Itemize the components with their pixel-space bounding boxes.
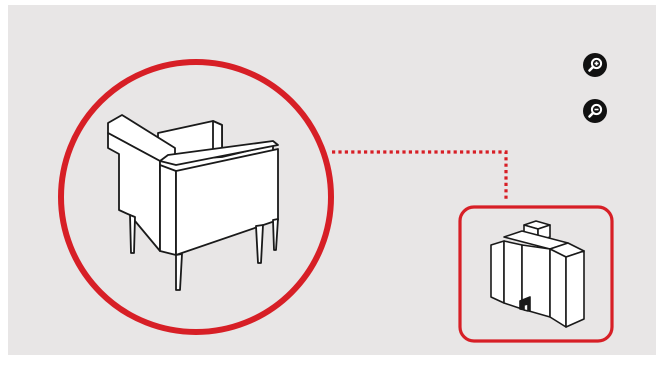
zoom-in-icon bbox=[588, 57, 603, 72]
zoom-out-button[interactable] bbox=[583, 99, 607, 123]
building-illustration bbox=[490, 220, 585, 328]
viewer-canvas bbox=[8, 5, 656, 355]
armchair-illustration bbox=[107, 114, 279, 291]
zoom-out-icon bbox=[588, 103, 603, 118]
zoom-in-button[interactable] bbox=[583, 53, 607, 77]
scene bbox=[58, 59, 614, 343]
connector-line bbox=[332, 150, 508, 201]
